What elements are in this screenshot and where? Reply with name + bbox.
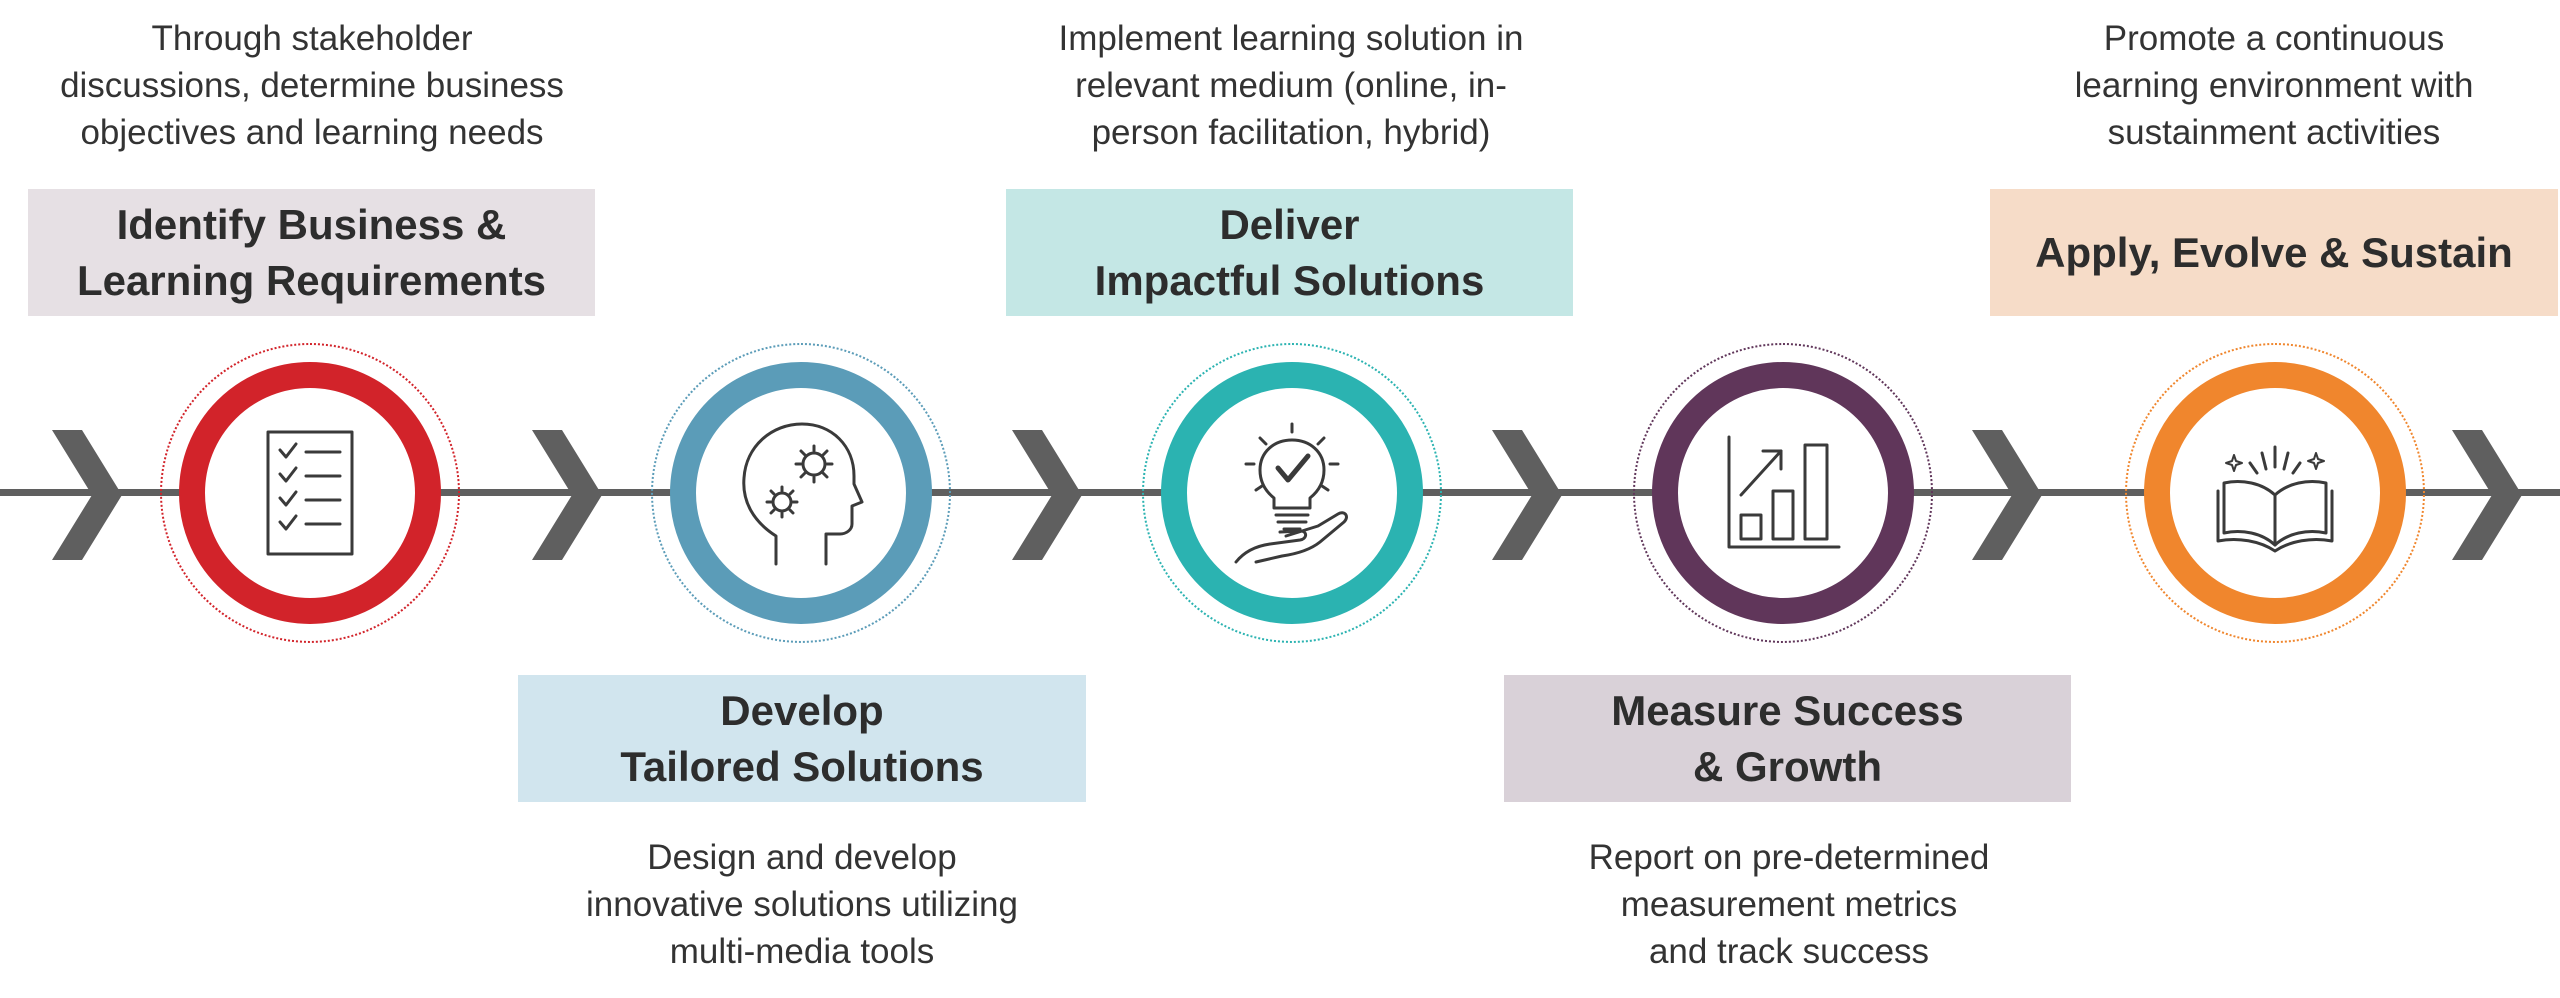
step-2-title: Develop Tailored Solutions <box>518 675 1086 802</box>
step-4-ring <box>1652 362 1914 624</box>
step-1-ring-halo <box>160 343 460 643</box>
chevron-arrow-icon <box>2452 430 2522 560</box>
step-3-ring-halo <box>1142 343 1442 643</box>
step-3-ring <box>1161 362 1423 624</box>
step-3-title: Deliver Impactful Solutions <box>1006 189 1573 316</box>
step-2-ring <box>670 362 932 624</box>
step-5-ring <box>2144 362 2406 624</box>
step-4-title: Measure Success & Growth <box>1504 675 2071 802</box>
chevron-arrow-icon <box>1972 430 2042 560</box>
lightbulb-hand-icon <box>1222 418 1362 568</box>
step-5-description: Promote a continuous learning environmen… <box>2074 19 2474 152</box>
chevron-arrow-icon <box>1012 430 1082 560</box>
step-2-description: Design and develop innovative solutions … <box>586 838 1018 971</box>
chevron-arrow-icon <box>1492 430 1562 560</box>
bar-chart-icon <box>1723 433 1843 553</box>
chevron-arrow-icon <box>52 430 122 560</box>
open-book-icon <box>2210 433 2340 553</box>
step-4-ring-halo <box>1633 343 1933 643</box>
step-1-ring <box>179 362 441 624</box>
step-3-description: Implement learning solution in relevant … <box>1058 19 1524 152</box>
step-4-description: Report on pre-determined measurement met… <box>1588 838 1990 971</box>
checklist-icon <box>260 428 360 558</box>
step-5-ring-halo <box>2125 343 2425 643</box>
step-1-title: Identify Business & Learning Requirement… <box>28 189 595 316</box>
head-gears-icon <box>736 418 866 568</box>
step-5-title: Apply, Evolve & Sustain <box>1990 189 2558 316</box>
chevron-arrow-icon <box>532 430 602 560</box>
step-1-description: Through stakeholder discussions, determi… <box>60 19 564 152</box>
step-2-ring-halo <box>651 343 951 643</box>
